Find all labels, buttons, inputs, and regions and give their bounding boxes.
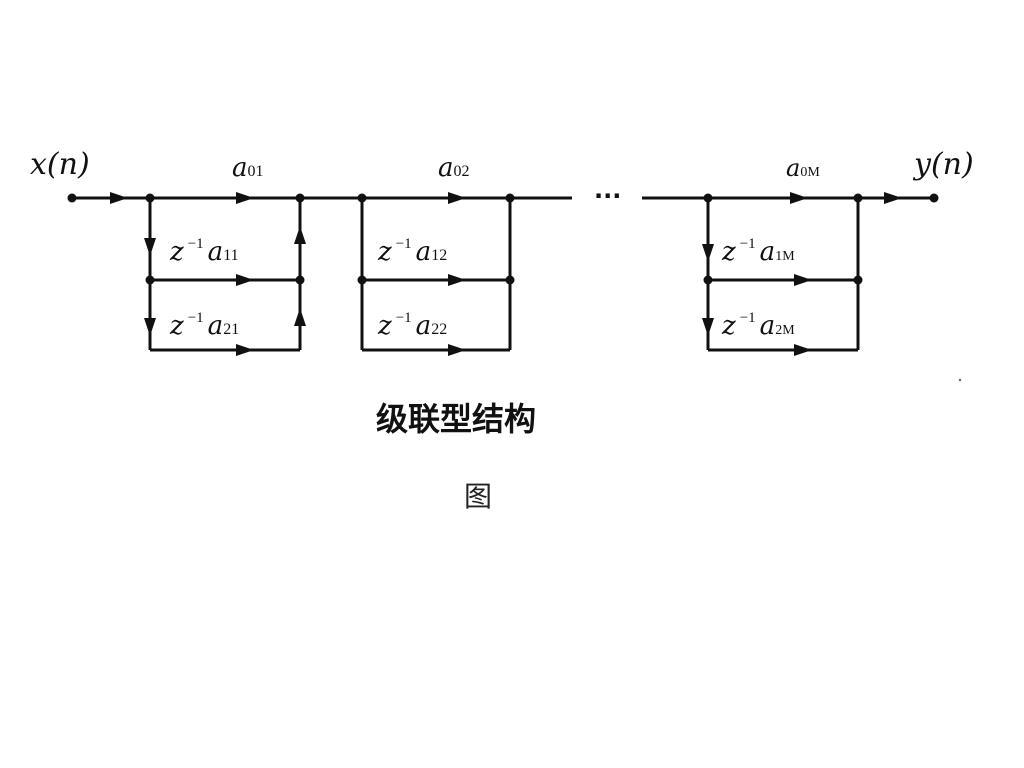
sectionm-arrow-bottom: [794, 344, 812, 356]
section-ellipsis: ···: [594, 182, 621, 210]
section1-node-top-right: [295, 193, 305, 203]
sectionm-arrow-mid: [794, 274, 812, 286]
section1-arrow-down-2: [144, 318, 156, 336]
arrow-section2-main: [448, 192, 466, 204]
scan-speck: [958, 378, 962, 382]
figure-label: 图: [464, 480, 492, 513]
section1-arrow-up-2: [294, 308, 306, 326]
section2-arrow-bottom: [448, 344, 466, 356]
section2-feedforward-coef: a02: [438, 153, 470, 183]
diagram-title: 级联型结构: [376, 400, 536, 438]
sectionm-node-top-left: [703, 193, 713, 203]
sectionm-arrow-down-2: [702, 318, 714, 336]
input-node: [67, 193, 77, 203]
section2-node-mid-left: [357, 275, 367, 285]
section1-arrow-up-1: [294, 226, 306, 244]
sectionm-feedforward-coef: a0M: [786, 154, 820, 182]
input-label: x(n): [30, 147, 90, 182]
arrow-section3-main: [790, 192, 808, 204]
sectionm-arrow-down-1: [702, 244, 714, 262]
section1-arrow-bottom: [236, 344, 254, 356]
arrow-section1-main: [236, 192, 254, 204]
section1-arrow-down-1: [144, 238, 156, 256]
section2-arrow-mid: [448, 274, 466, 286]
section1-arrow-mid: [236, 274, 254, 286]
arrow-input: [110, 192, 128, 204]
section1-node-mid-left: [145, 275, 155, 285]
section1-node-top-left: [145, 193, 155, 203]
sectionm-node-mid-right: [853, 275, 863, 285]
output-node: [929, 193, 939, 203]
sectionm-node-top-right: [853, 193, 863, 203]
section2-node-mid-right: [505, 275, 515, 285]
section1-node-mid-right: [295, 275, 305, 285]
section2-node-top-left: [357, 193, 367, 203]
section1-feedforward-coef: a01: [232, 153, 264, 183]
arrow-output: [884, 192, 902, 204]
section2-node-top-right: [505, 193, 515, 203]
sectionm-node-mid-left: [703, 275, 713, 285]
output-label: y(n): [912, 147, 974, 182]
